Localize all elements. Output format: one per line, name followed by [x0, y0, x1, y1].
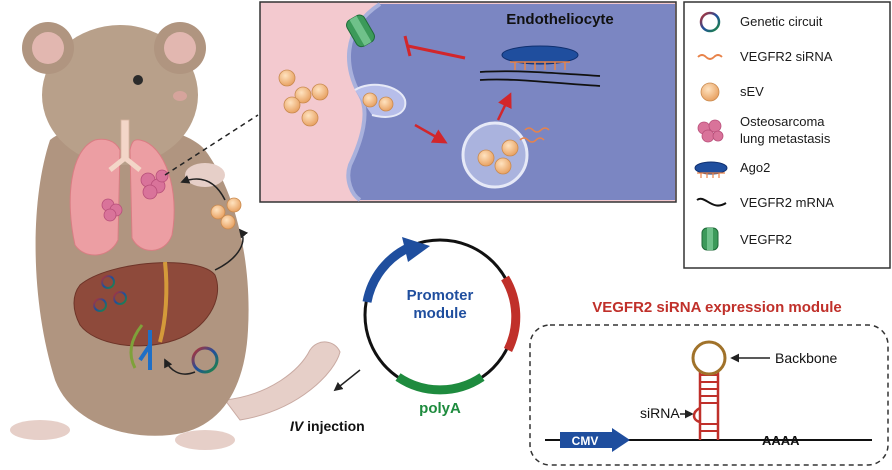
legend-label-vegfr2: VEGFR2	[740, 232, 792, 247]
trachea	[120, 119, 130, 161]
arrow-circuit-to-liver	[164, 358, 196, 375]
promoter-label-line1: Promoter	[407, 287, 474, 304]
circuits-in-liver	[93, 275, 127, 312]
sev-in-endosome	[494, 157, 512, 175]
endosome	[461, 121, 529, 189]
mouse-eye	[133, 75, 143, 85]
ago2-sirna-ladder	[510, 61, 570, 70]
lung-left	[69, 138, 121, 256]
plasmid-circuit: Promoter module polyA	[333, 237, 521, 417]
polya-label: polyA	[419, 400, 461, 417]
vegfr2-receptor	[346, 14, 375, 48]
injection-prefix: IV	[290, 418, 305, 434]
arrow-sev-to-lung	[180, 175, 226, 201]
endotheliocyte-cell	[348, 4, 675, 200]
sev-in-endosome	[477, 149, 495, 167]
promoter-arc	[362, 242, 412, 303]
expression-module-title: VEGFR2 siRNA expression module	[592, 299, 842, 316]
mouse-foot-right	[175, 430, 235, 450]
cmv-label: CMV	[572, 434, 599, 448]
sirna-icon	[697, 54, 723, 60]
polya-arc	[395, 373, 485, 395]
ago2-complex	[501, 45, 579, 65]
circuit-near-liver	[191, 346, 219, 374]
injection-label: IV injection	[290, 418, 365, 434]
polya-tail-label: AAAA	[762, 433, 800, 448]
arrow-release-to-ago2	[496, 92, 512, 121]
genetic-circuit-icon	[699, 11, 721, 33]
arrow-endosome-to-cytoplasm	[414, 123, 448, 144]
released-sirna	[519, 127, 550, 143]
hairpin-loop	[691, 340, 727, 376]
sev-budding	[362, 92, 378, 108]
liver-vessel-green	[129, 324, 144, 369]
zoom-connector	[164, 114, 259, 176]
sev-extracellular	[278, 69, 329, 127]
arrow-liver-to-sev	[214, 228, 249, 271]
injection-rest: injection	[303, 418, 364, 434]
legend-label-sirna: VEGFR2 siRNA	[740, 49, 833, 64]
backbone-label: Backbone	[775, 350, 837, 366]
expression-module: VEGFR2 siRNA expression module CMV Backb…	[529, 299, 889, 466]
inhibition-bar	[403, 35, 412, 57]
mrna-icon	[696, 197, 727, 207]
cell-membrane	[346, 2, 382, 202]
liver-vessel-blue	[138, 330, 152, 370]
cell-title: Endotheliocyte	[506, 11, 614, 28]
mouse-nose	[173, 91, 187, 101]
mrna-strand	[479, 70, 601, 87]
legend-label-metastasis: Osteosarcoma	[740, 114, 825, 129]
hairpin-bulge	[692, 406, 701, 424]
legend-label-genetic-circuit: Genetic circuit	[740, 14, 823, 29]
mouse-illustration	[10, 22, 341, 450]
sev-cluster-outside	[210, 197, 242, 230]
sev-budding	[378, 96, 394, 112]
sev-in-endosome	[501, 139, 519, 157]
sev-icon	[700, 82, 720, 102]
legend-label-metastasis-line2: lung metastasis	[740, 131, 831, 146]
mouse-ear-right-inner	[164, 32, 196, 64]
metastasis-icon	[697, 119, 724, 143]
module-arc	[501, 275, 521, 352]
gallbladder-band	[158, 261, 169, 343]
bronchi	[108, 156, 142, 172]
vegfr2-icon	[701, 227, 719, 251]
legend: Genetic circuit VEGFR2 siRNA sEV Osteosa…	[683, 1, 891, 269]
mouse-ear-left-inner	[32, 32, 64, 64]
mouse-foot-left	[10, 420, 70, 440]
legend-label-ago2: Ago2	[740, 160, 770, 175]
mouse-paw-front	[185, 163, 225, 187]
metastasis-cluster-lung	[101, 169, 169, 222]
mouse-tail	[224, 341, 341, 421]
cmv-promoter	[560, 428, 630, 452]
sirna-label: siRNA	[640, 405, 680, 421]
promoter-label-line2: module	[413, 305, 466, 322]
legend-label-mrna: VEGFR2 mRNA	[740, 195, 834, 210]
hairpin-rungs	[700, 374, 718, 432]
inhibition-line	[407, 44, 466, 60]
legend-label-sev: sEV	[740, 84, 764, 99]
ago2-icon	[694, 161, 728, 178]
cell-panel: Endotheliocyte	[259, 1, 677, 203]
promoter-arrowhead	[402, 237, 430, 262]
arrow-to-injection	[333, 369, 361, 392]
